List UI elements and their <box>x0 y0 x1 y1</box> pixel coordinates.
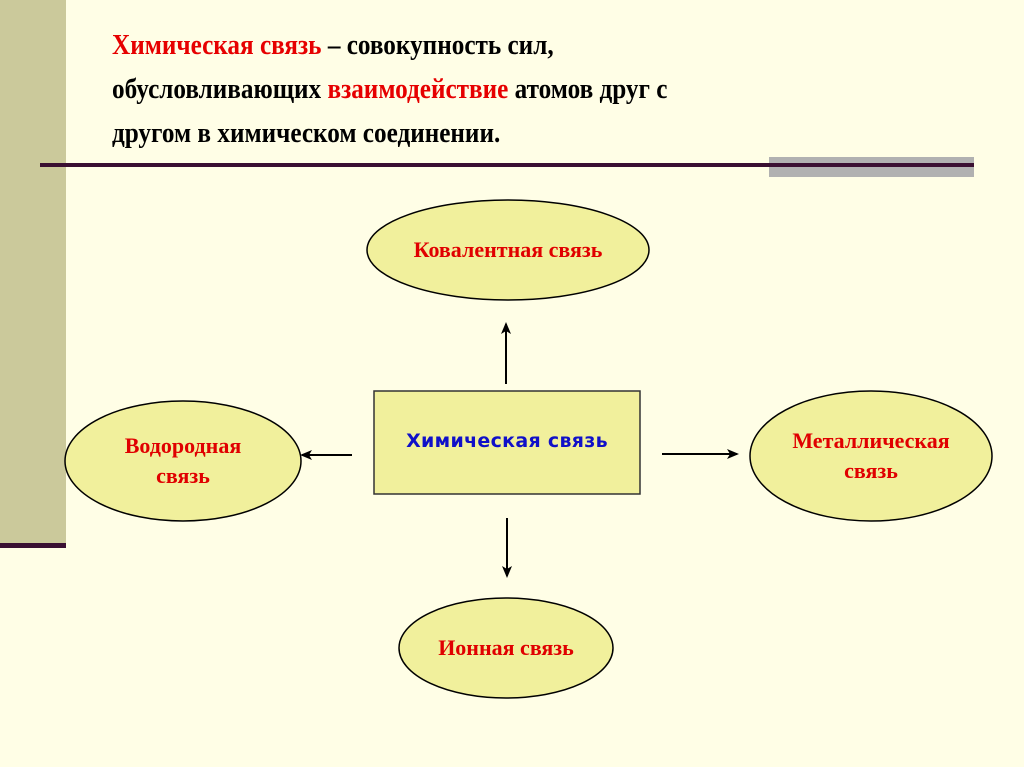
metallic-text-line2: связь <box>844 458 898 483</box>
node-ionic-label: Ионная связь <box>399 633 613 663</box>
node-hydrogen <box>64 400 302 522</box>
definition-part-1: – совокупность сил, <box>321 30 554 61</box>
definition-part-2: обусловливающих <box>112 74 328 105</box>
node-ionic <box>398 597 614 699</box>
hydrogen-text-line2: связь <box>156 463 210 488</box>
sidebar-decor-bar <box>0 0 66 546</box>
title-rule <box>40 163 974 167</box>
definition-line-3: другом в химическом соединении. <box>112 112 832 156</box>
metallic-text-line1: Металлическая <box>792 428 950 453</box>
node-covalent-label: Ковалентная связь <box>367 235 649 265</box>
definition-highlight: взаимодействие <box>327 74 509 105</box>
node-covalent <box>366 199 650 301</box>
sidebar-rule <box>0 543 66 548</box>
definition-part-3: атомов друг с <box>508 74 668 105</box>
node-metallic <box>749 390 993 522</box>
center-label: Химическая связь <box>406 430 608 452</box>
hydrogen-text-line1: Водородная <box>124 433 242 458</box>
definition-term: Химическая связь <box>112 30 322 61</box>
definition-text: Химическая связь – совокупность сил, обу… <box>112 24 832 156</box>
definition-line-1: Химическая связь – совокупность сил, <box>112 24 832 68</box>
node-hydrogen-label: Водородная связь <box>65 431 301 491</box>
definition-line-2: обусловливающих взаимодействие атомов др… <box>112 68 832 112</box>
node-metallic-label: Металлическая связь <box>750 426 992 486</box>
title-rule-accent <box>769 157 974 177</box>
definition-part-4: другом в химическом соединении. <box>112 118 501 149</box>
covalent-text: Ковалентная связь <box>413 237 603 262</box>
ionic-text: Ионная связь <box>438 635 574 660</box>
center-box <box>373 390 641 495</box>
